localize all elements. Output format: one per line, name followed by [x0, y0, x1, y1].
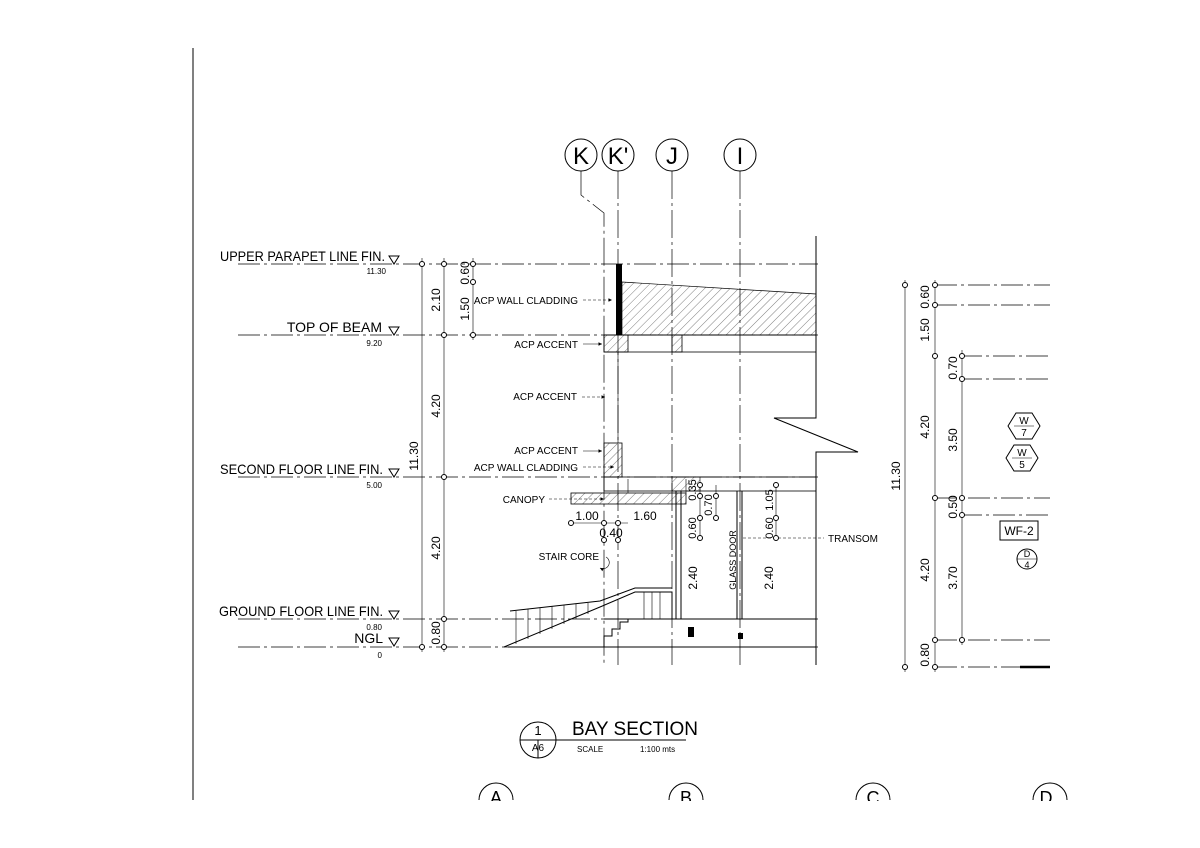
window-tag-w7: W 7 [1007, 412, 1041, 440]
window-tag-w5: W 5 [1005, 444, 1039, 472]
note-stair-core: STAIR CORE [539, 552, 610, 572]
svg-text:5: 5 [1019, 460, 1025, 471]
level-parapet: UPPER PARAPET LINE FIN. 11.30 [220, 248, 400, 276]
svg-text:0.60: 0.60 [918, 285, 932, 309]
svg-text:SECOND FLOOR LINE FIN.: SECOND FLOOR LINE FIN. [220, 461, 383, 477]
level-top-of-beam: TOP OF BEAM 9.20 [287, 319, 400, 348]
svg-text:1.05: 1.05 [764, 489, 776, 510]
ground-slab [604, 618, 816, 648]
canopy-dimensions: 1.00 1.60 0.40 [568, 509, 657, 543]
second-floor-slab [603, 442, 817, 492]
svg-text:ACP WALL CLADDING: ACP WALL CLADDING [474, 296, 578, 307]
svg-text:2.10: 2.10 [429, 288, 443, 312]
note-acp-wall-cladding-bottom: ACP WALL CLADDING [474, 463, 614, 474]
svg-text:0.60: 0.60 [458, 261, 472, 285]
svg-text:5.00: 5.00 [366, 481, 382, 490]
svg-text:4: 4 [1024, 560, 1029, 570]
note-canopy: CANOPY [503, 495, 604, 506]
svg-text:1.00: 1.00 [575, 509, 599, 523]
svg-text:2.40: 2.40 [686, 566, 700, 590]
stair-railing [503, 587, 673, 648]
svg-text:K: K [573, 143, 589, 170]
svg-text:11.30: 11.30 [407, 441, 421, 470]
svg-text:0.70: 0.70 [703, 494, 715, 515]
note-acp-accent-1: ACP ACCENT [514, 340, 602, 351]
right-level-lines [935, 284, 1050, 669]
grid-bubble-i: I [723, 138, 757, 665]
grid-bubble-j: J [655, 138, 689, 665]
parapet-mass [616, 264, 817, 336]
svg-text:0.80: 0.80 [366, 623, 382, 632]
svg-text:WF-2: WF-2 [1004, 524, 1034, 538]
svg-text:TOP OF BEAM: TOP OF BEAM [287, 319, 382, 335]
svg-text:SCALE: SCALE [577, 745, 603, 754]
svg-text:4.20: 4.20 [918, 558, 932, 582]
svg-text:I: I [737, 143, 744, 170]
svg-text:ACP WALL CLADDING: ACP WALL CLADDING [474, 463, 578, 474]
drawing-title: BAY SECTION [572, 719, 698, 740]
svg-text:0.50: 0.50 [946, 495, 960, 519]
grid-bubble-k: K [564, 138, 605, 665]
svg-text:UPPER PARAPET LINE FIN.: UPPER PARAPET LINE FIN. [220, 248, 385, 264]
svg-text:D: D [1024, 549, 1031, 559]
note-glass-door: GLASS DOOR [728, 530, 738, 590]
svg-text:0: 0 [378, 651, 383, 660]
svg-text:4.20: 4.20 [918, 415, 932, 439]
svg-text:CANOPY: CANOPY [503, 495, 546, 506]
note-acp-accent-3: ACP ACCENT [514, 446, 602, 457]
level-second-floor: SECOND FLOOR LINE FIN. 5.00 [220, 461, 400, 490]
svg-text:0.35: 0.35 [687, 479, 699, 500]
note-acp-accent-2: ACP ACCENT [513, 392, 605, 403]
svg-text:GROUND FLOOR LINE FIN.: GROUND FLOOR LINE FIN. [219, 603, 383, 619]
level-ground-floor: GROUND FLOOR LINE FIN. 0.80 [219, 603, 400, 632]
svg-text:0.60: 0.60 [764, 517, 776, 538]
svg-text:ACP ACCENT: ACP ACCENT [513, 392, 577, 403]
svg-text:9.20: 9.20 [366, 339, 382, 348]
svg-text:1: 1 [534, 723, 541, 738]
svg-text:TRANSOM: TRANSOM [828, 534, 878, 545]
svg-text:STAIR CORE: STAIR CORE [539, 552, 600, 563]
svg-text:ACP ACCENT: ACP ACCENT [514, 446, 578, 457]
svg-text:3.70: 3.70 [946, 566, 960, 590]
canopy [570, 479, 687, 505]
crop-mask [194, 801, 1200, 848]
svg-text:NGL: NGL [354, 630, 383, 646]
level-ngl: NGL 0 [354, 630, 400, 660]
svg-text:7: 7 [1021, 428, 1027, 439]
svg-text:0.70: 0.70 [946, 356, 960, 380]
svg-text:W: W [1017, 448, 1027, 459]
glass-door-frame [675, 491, 743, 619]
note-acp-wall-cladding-top: ACP WALL CLADDING [474, 296, 612, 307]
right-dimension-chain: 11.30 0.60 1.50 0.70 4.20 3.50 0.50 4.20… [889, 280, 965, 672]
svg-text:W: W [1019, 416, 1029, 427]
svg-text:1.50: 1.50 [918, 318, 932, 342]
svg-text:4.20: 4.20 [429, 536, 443, 560]
title-block: 1 A6 BAY SECTION SCALE 1:100 mts [519, 719, 698, 759]
beam [603, 334, 817, 353]
svg-text:1:100 mts: 1:100 mts [640, 745, 675, 754]
svg-text:3.50: 3.50 [946, 428, 960, 452]
svg-text:11.30: 11.30 [367, 267, 387, 276]
svg-text:A6: A6 [532, 743, 545, 754]
note-transom: TRANSOM [743, 534, 878, 545]
svg-text:0.60: 0.60 [687, 517, 699, 538]
door-tag-d4: D 4 [1016, 548, 1038, 570]
wall-finish-tag-wf2: WF-2 [999, 520, 1039, 541]
svg-text:2.40: 2.40 [762, 566, 776, 590]
svg-text:11.30: 11.30 [889, 461, 903, 490]
svg-text:4.20: 4.20 [429, 394, 443, 418]
svg-text:1.60: 1.60 [633, 509, 657, 523]
svg-text:K': K' [608, 143, 629, 170]
svg-text:0.40: 0.40 [599, 526, 623, 540]
svg-text:ACP ACCENT: ACP ACCENT [514, 340, 578, 351]
door-dimensions: 0.35 0.70 1.05 0.60 0.60 2.40 2.40 [686, 479, 779, 590]
left-dimension-chain: 11.30 2.10 4.20 4.20 0.80 0.60 1.50 [407, 258, 476, 652]
svg-text:J: J [666, 143, 678, 170]
svg-text:0.80: 0.80 [918, 643, 932, 667]
svg-text:1.50: 1.50 [458, 297, 472, 321]
svg-text:0.80: 0.80 [429, 621, 443, 645]
